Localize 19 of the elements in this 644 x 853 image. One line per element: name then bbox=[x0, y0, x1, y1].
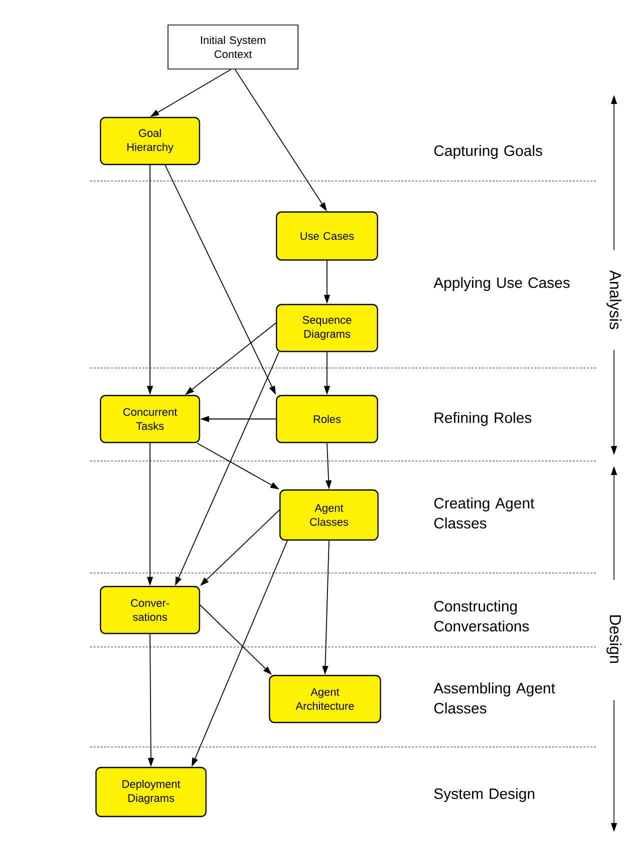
stage-label: Capturing Goals bbox=[434, 145, 542, 159]
process-box: Agent Architecture bbox=[268, 674, 382, 724]
stage-label: Applying Use Cases bbox=[434, 277, 570, 291]
stage-label: System Design bbox=[434, 788, 534, 802]
stage-label: Constructing Conversations bbox=[434, 600, 529, 632]
process-box: Sequence Diagrams bbox=[276, 304, 378, 352]
stage-label: Assembling Agent Classes bbox=[434, 682, 556, 714]
process-box: Agent Classes bbox=[279, 489, 379, 541]
context-box: Initial System Context bbox=[168, 24, 298, 70]
stage-label: Refining Roles bbox=[434, 412, 532, 426]
process-box: Concurrent Tasks bbox=[100, 394, 200, 444]
process-box: Goal Hierarchy bbox=[100, 116, 200, 166]
phase-label: Design bbox=[604, 611, 624, 667]
process-box: Use Cases bbox=[276, 211, 378, 261]
process-box: Roles bbox=[276, 394, 378, 444]
phase-label: Analysis bbox=[604, 267, 624, 333]
stage-label: Creating Agent Classes bbox=[434, 498, 534, 528]
process-box: Deployment Diagrams bbox=[95, 766, 207, 818]
process-box: Conver- sations bbox=[100, 586, 200, 634]
